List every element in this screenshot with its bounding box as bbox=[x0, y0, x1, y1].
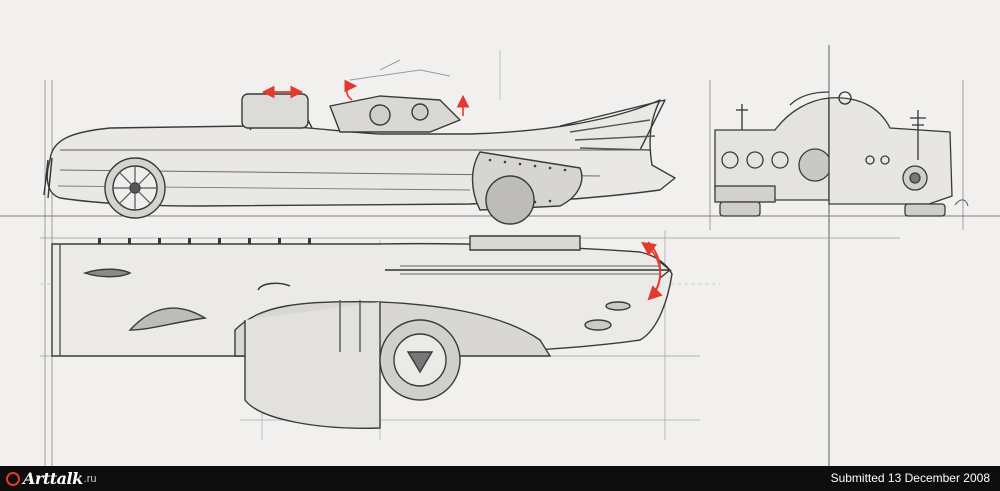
blueprint-drawing bbox=[0, 45, 1000, 466]
rear-front-views bbox=[714, 91, 969, 217]
logo-ring-icon bbox=[6, 471, 20, 486]
footer-bar: Arttalk .ru Submitted 13 December 2008 bbox=[0, 466, 1000, 491]
logo-wordmark: Arttalk bbox=[23, 469, 83, 488]
pencil-sketch-sheet bbox=[0, 0, 1000, 466]
top-view-car bbox=[51, 235, 673, 429]
logo-tld: .ru bbox=[83, 472, 97, 485]
submitted-date: Submitted 13 December 2008 bbox=[830, 471, 990, 485]
side-view-car bbox=[43, 59, 676, 225]
site-logo[interactable]: Arttalk .ru bbox=[6, 468, 97, 489]
